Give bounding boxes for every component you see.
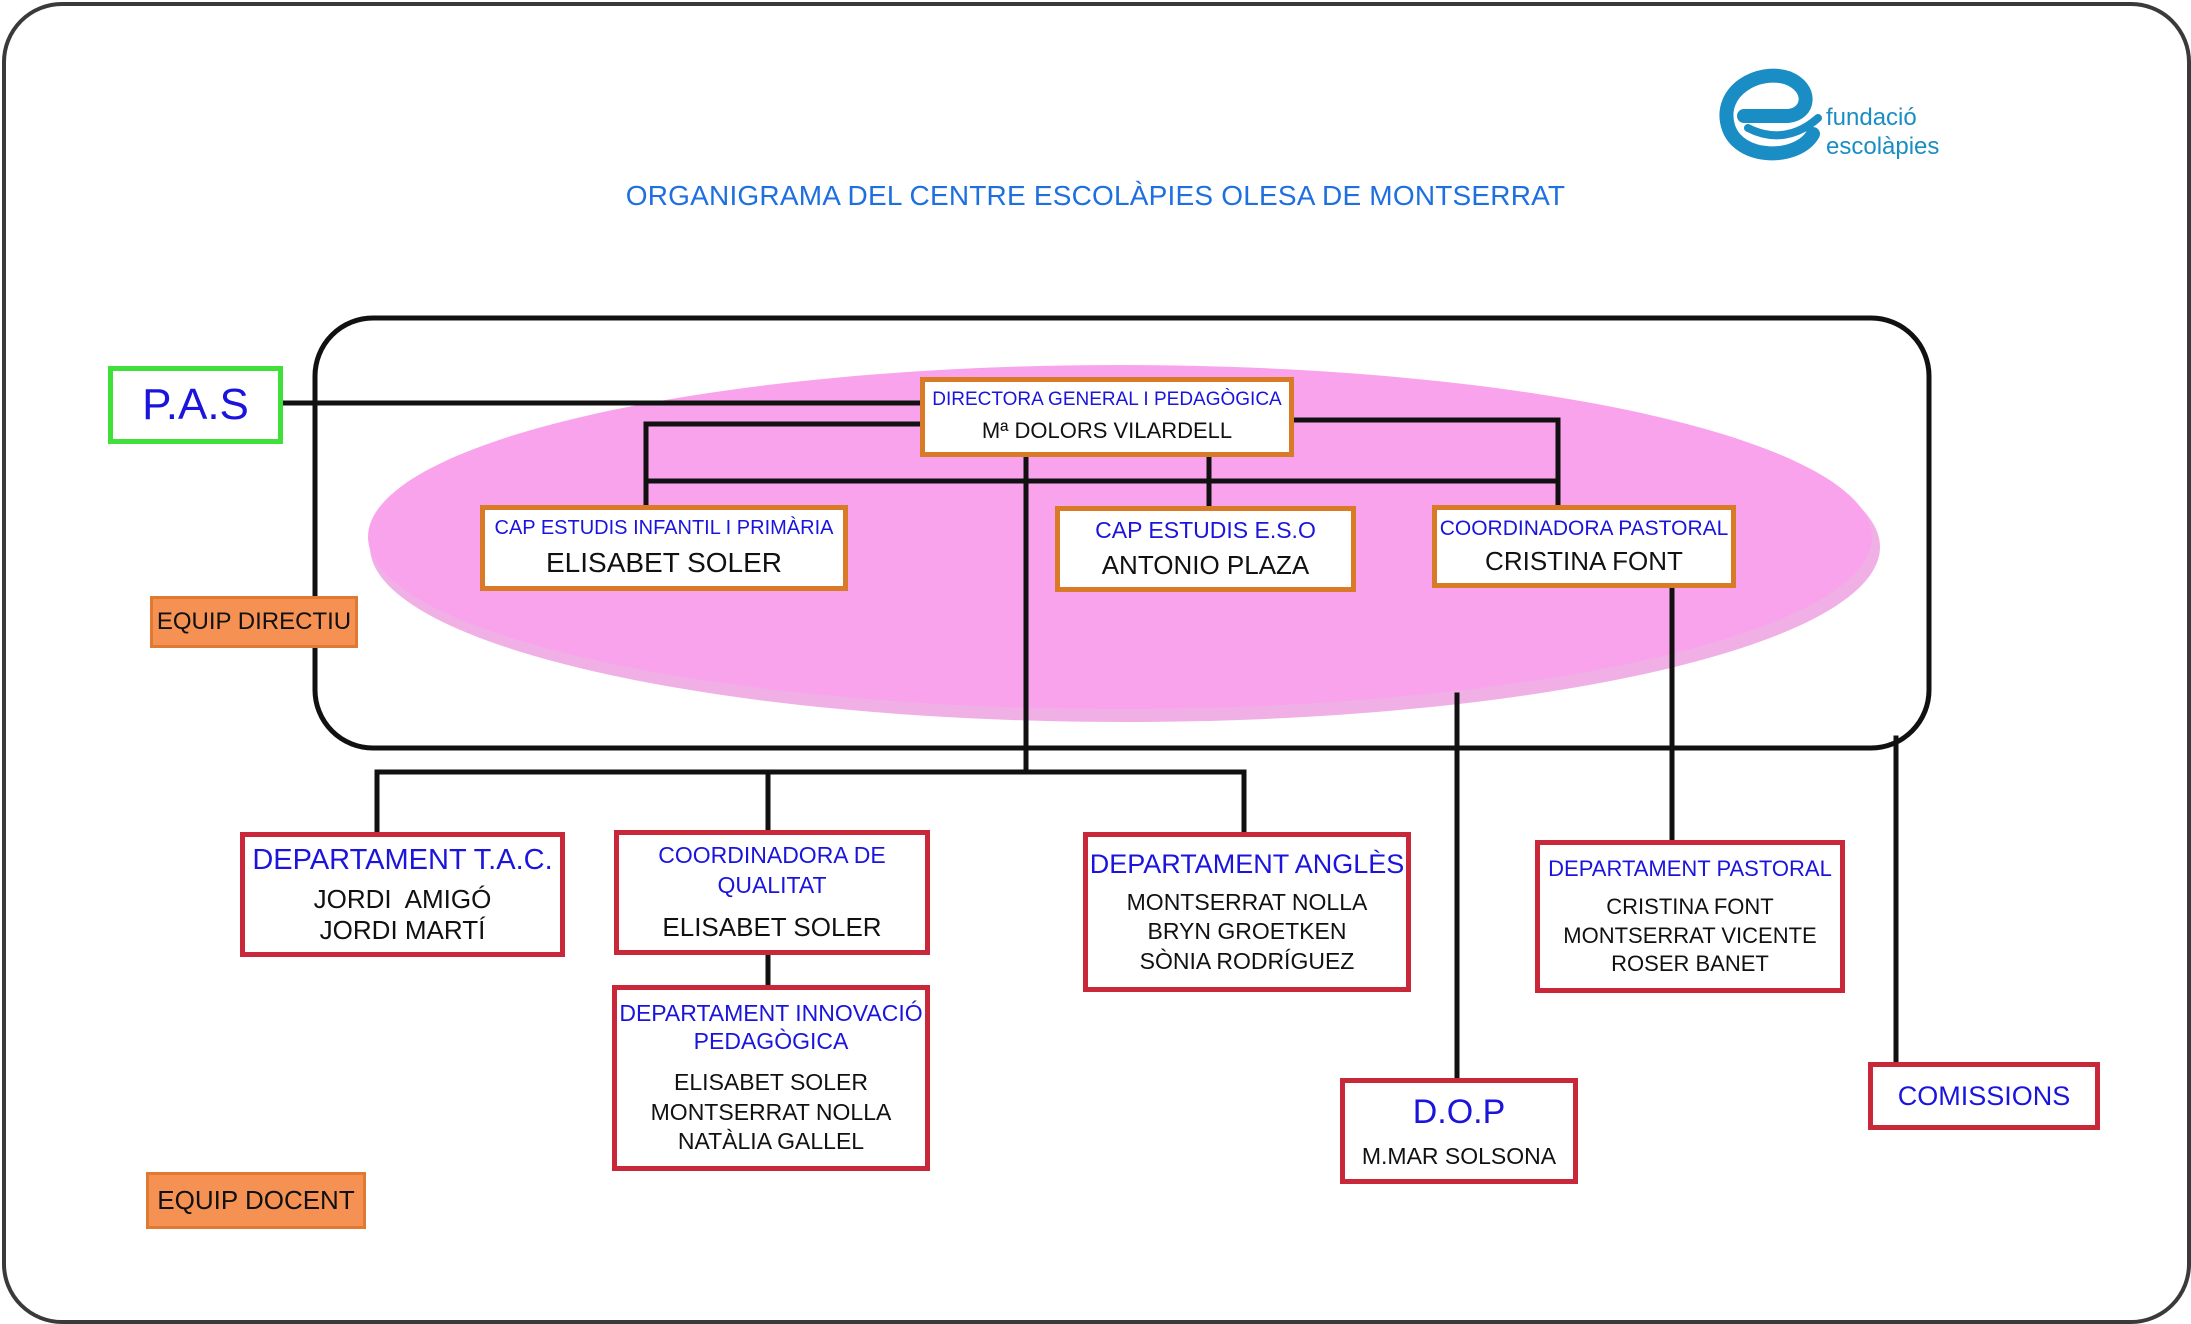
management-group-outline bbox=[312, 315, 1932, 751]
dept-pastoral-box: DEPARTAMENT PASTORAL CRISTINA FONT MONTS… bbox=[1535, 840, 1845, 993]
dept-innovacio-box: DEPARTAMENT INNOVACIÓ PEDAGÒGICA ELISABE… bbox=[612, 985, 930, 1171]
director-role: DIRECTORA GENERAL I PEDAGÒGICA bbox=[932, 389, 1282, 411]
dept-tac-member: JORDI MARTÍ bbox=[319, 914, 486, 945]
dept-tac-box: DEPARTAMENT T.A.C. JORDI AMIGÓ JORDI MAR… bbox=[240, 832, 565, 957]
dop-role: D.O.P bbox=[1412, 1092, 1506, 1131]
logo-line-2: escolàpies bbox=[1826, 132, 1940, 160]
pas-box: P.A.S bbox=[108, 366, 283, 444]
cap-eso-name: ANTONIO PLAZA bbox=[1101, 550, 1310, 581]
dept-pastoral-member: CRISTINA FONT bbox=[1606, 894, 1774, 920]
dop-box: D.O.P M.MAR SOLSONA bbox=[1340, 1078, 1578, 1184]
cap-infantil-box: CAP ESTUDIS INFANTIL I PRIMÀRIA ELISABET… bbox=[480, 505, 848, 591]
coord-qualitat-role: COORDINADORA DE bbox=[658, 842, 886, 869]
director-box: DIRECTORA GENERAL I PEDAGÒGICA Mª DOLORS… bbox=[920, 377, 1294, 457]
dept-pastoral-member: ROSER BANET bbox=[1611, 950, 1769, 976]
dept-innovacio-member: ELISABET SOLER bbox=[674, 1069, 868, 1096]
comissions-label: COMISSIONS bbox=[1897, 1080, 2071, 1111]
dept-innovacio-role: DEPARTAMENT INNOVACIÓ bbox=[619, 1000, 923, 1027]
equip-directiu-label: EQUIP DIRECTIU bbox=[156, 607, 352, 635]
coord-qualitat-box: COORDINADORA DE QUALITAT ELISABET SOLER bbox=[614, 830, 930, 955]
comissions-box: COMISSIONS bbox=[1868, 1062, 2100, 1130]
cap-infantil-name: ELISABET SOLER bbox=[545, 547, 783, 579]
cap-infantil-role: CAP ESTUDIS INFANTIL I PRIMÀRIA bbox=[494, 517, 834, 540]
coord-pastoral-role: COORDINADORA PASTORAL bbox=[1439, 517, 1729, 541]
coord-qualitat-role: QUALITAT bbox=[717, 871, 827, 898]
dept-innovacio-member: NATÀLIA GALLEL bbox=[677, 1128, 865, 1155]
dept-angles-member: MONTSERRAT NOLLA bbox=[1126, 888, 1368, 915]
dop-name: M.MAR SOLSONA bbox=[1361, 1142, 1557, 1169]
page-title: ORGANIGRAMA DEL CENTRE ESCOLÀPIES OLESA … bbox=[625, 180, 1566, 211]
dept-tac-role: DEPARTAMENT T.A.C. bbox=[252, 843, 553, 876]
dept-innovacio-member: MONTSERRAT NOLLA bbox=[650, 1098, 892, 1125]
dept-pastoral-role: DEPARTAMENT PASTORAL bbox=[1548, 855, 1832, 881]
coord-qualitat-name: ELISABET SOLER bbox=[662, 911, 882, 942]
dept-angles-box: DEPARTAMENT ANGLÈS MONTSERRAT NOLLA BRYN… bbox=[1083, 832, 1411, 992]
dept-tac-member: JORDI AMIGÓ bbox=[313, 883, 492, 914]
equip-docent-tag: EQUIP DOCENT bbox=[146, 1172, 366, 1229]
director-name: Mª DOLORS VILARDELL bbox=[981, 418, 1233, 444]
dept-angles-member: SÒNIA RODRÍGUEZ bbox=[1139, 947, 1355, 974]
cap-eso-box: CAP ESTUDIS E.S.O ANTONIO PLAZA bbox=[1055, 506, 1356, 592]
dept-angles-member: BRYN GROETKEN bbox=[1147, 918, 1347, 945]
coord-pastoral-box: COORDINADORA PASTORAL CRISTINA FONT bbox=[1432, 505, 1736, 588]
logo-text: fundació escolàpies bbox=[1826, 104, 1939, 162]
fundacio-escolapies-logo bbox=[1719, 68, 1822, 161]
pas-label: P.A.S bbox=[142, 379, 249, 429]
dept-angles-role: DEPARTAMENT ANGLÈS bbox=[1089, 849, 1405, 880]
dept-innovacio-role: PEDAGÒGICA bbox=[693, 1027, 849, 1054]
dept-pastoral-member: MONTSERRAT VICENTE bbox=[1563, 922, 1817, 948]
equip-directiu-tag: EQUIP DIRECTIU bbox=[150, 596, 358, 648]
coord-pastoral-name: CRISTINA FONT bbox=[1485, 545, 1683, 576]
logo-line-1: fundació bbox=[1826, 104, 1917, 131]
equip-docent-label: EQUIP DOCENT bbox=[157, 1184, 355, 1215]
cap-eso-role: CAP ESTUDIS E.S.O bbox=[1095, 516, 1316, 543]
